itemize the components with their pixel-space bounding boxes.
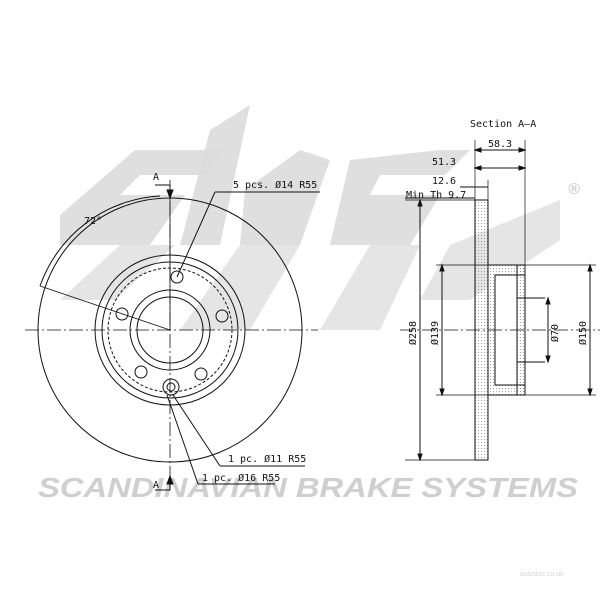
dim-hat-diameter: Ø150 — [577, 321, 589, 345]
bolt-hole — [215, 309, 229, 323]
hat-wall — [487, 264, 526, 396]
bolt-hole — [170, 270, 184, 284]
watermark-site: autodoc.co.uk — [520, 571, 564, 578]
section-view — [400, 140, 600, 462]
section-marker-bottom: A — [153, 480, 159, 491]
bolt-hole — [194, 367, 208, 381]
front-view — [25, 180, 320, 491]
callout-hole-large: 1 pc. Ø16 R55 — [202, 472, 280, 484]
bolt-hole-large — [162, 378, 180, 396]
dim-friction-inner-diameter: Ø139 — [429, 321, 441, 345]
watermark-tagline: SCANDINAVIAN BRAKE SYSTEMS — [38, 472, 578, 503]
angle-label: 72° — [84, 216, 102, 227]
callout-bolt-holes: 5 pcs. Ø14 R55 — [233, 179, 317, 191]
bolt-hole-small — [166, 382, 176, 392]
section-marker-top: A — [153, 172, 159, 183]
dim-hat-height: 51.3 — [432, 157, 456, 168]
callout-hole-small: 1 pc. Ø11 R55 — [228, 453, 306, 465]
bolt-hole — [115, 307, 129, 321]
dim-total-height: 58.3 — [488, 139, 512, 150]
registered-mark: ® — [568, 181, 580, 198]
dim-min-thickness: Min Th 9.7 — [406, 190, 466, 201]
bolt-hole — [134, 365, 148, 379]
dim-center-bore: Ø70 — [549, 324, 561, 342]
section-title: Section A–A — [470, 119, 536, 130]
dim-thickness: 12.6 — [432, 176, 456, 187]
dim-outer-diameter: Ø258 — [407, 321, 419, 345]
